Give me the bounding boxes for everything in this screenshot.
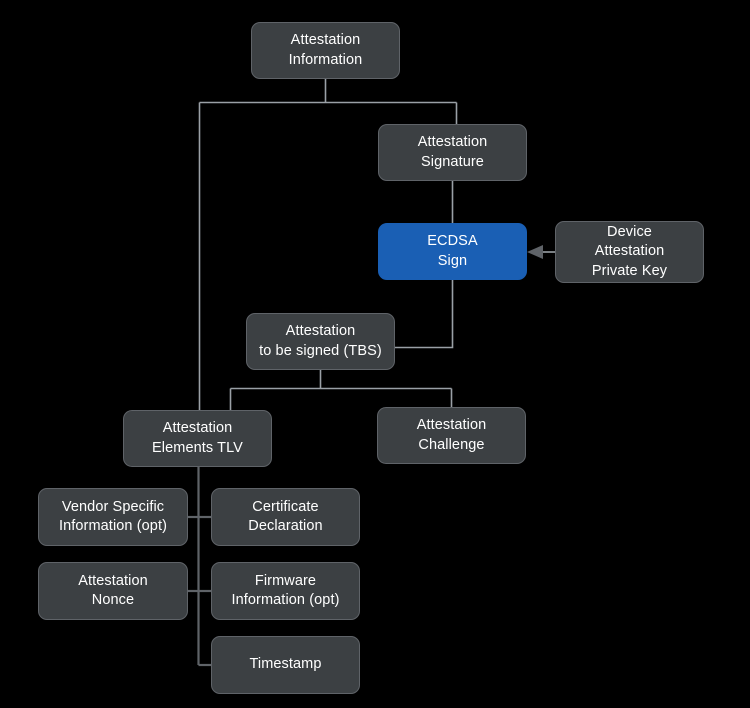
node-label-attestation-information: Attestation Information: [288, 32, 363, 68]
node-vendor-specific-information: Vendor Specific Information (opt): [38, 488, 188, 546]
node-ecdsa-sign: ECDSA Sign: [378, 223, 527, 280]
node-label-attestation-elements-tlv: Attestation Elements TLV: [152, 420, 243, 456]
node-label-device-attestation-private-key: Device Attestation Private Key: [591, 224, 668, 279]
node-attestation-signature: Attestation Signature: [378, 124, 527, 181]
node-timestamp: Timestamp: [211, 636, 360, 694]
node-label-attestation-nonce: Attestation Nonce: [78, 572, 148, 608]
node-attestation-nonce: Attestation Nonce: [38, 562, 188, 620]
node-certificate-declaration: Certificate Declaration: [211, 488, 360, 546]
node-label-vendor-specific-information: Vendor Specific Information (opt): [58, 498, 168, 534]
node-label-ecdsa-sign: ECDSA Sign: [427, 233, 478, 269]
node-label-certificate-declaration: Certificate Declaration: [248, 498, 323, 534]
node-label-attestation-signature: Attestation Signature: [417, 134, 488, 170]
node-attestation-elements-tlv: Attestation Elements TLV: [123, 410, 272, 467]
node-attestation-to-be-signed: Attestation to be signed (TBS): [246, 313, 395, 370]
node-label-attestation-to-be-signed: Attestation to be signed (TBS): [259, 323, 382, 359]
node-label-timestamp: Timestamp: [249, 656, 322, 673]
node-attestation-information: Attestation Information: [251, 22, 400, 79]
edge-ecdsa-to-tbs: [395, 280, 454, 349]
arrowhead-into-ecdsa-sign: [527, 245, 543, 259]
node-attestation-challenge: Attestation Challenge: [377, 407, 526, 464]
node-firmware-information: Firmware Information (opt): [211, 562, 360, 620]
node-label-firmware-information: Firmware Information (opt): [231, 572, 340, 608]
node-label-attestation-challenge: Attestation Challenge: [416, 417, 487, 453]
node-device-attestation-private-key: Device Attestation Private Key: [555, 221, 704, 283]
